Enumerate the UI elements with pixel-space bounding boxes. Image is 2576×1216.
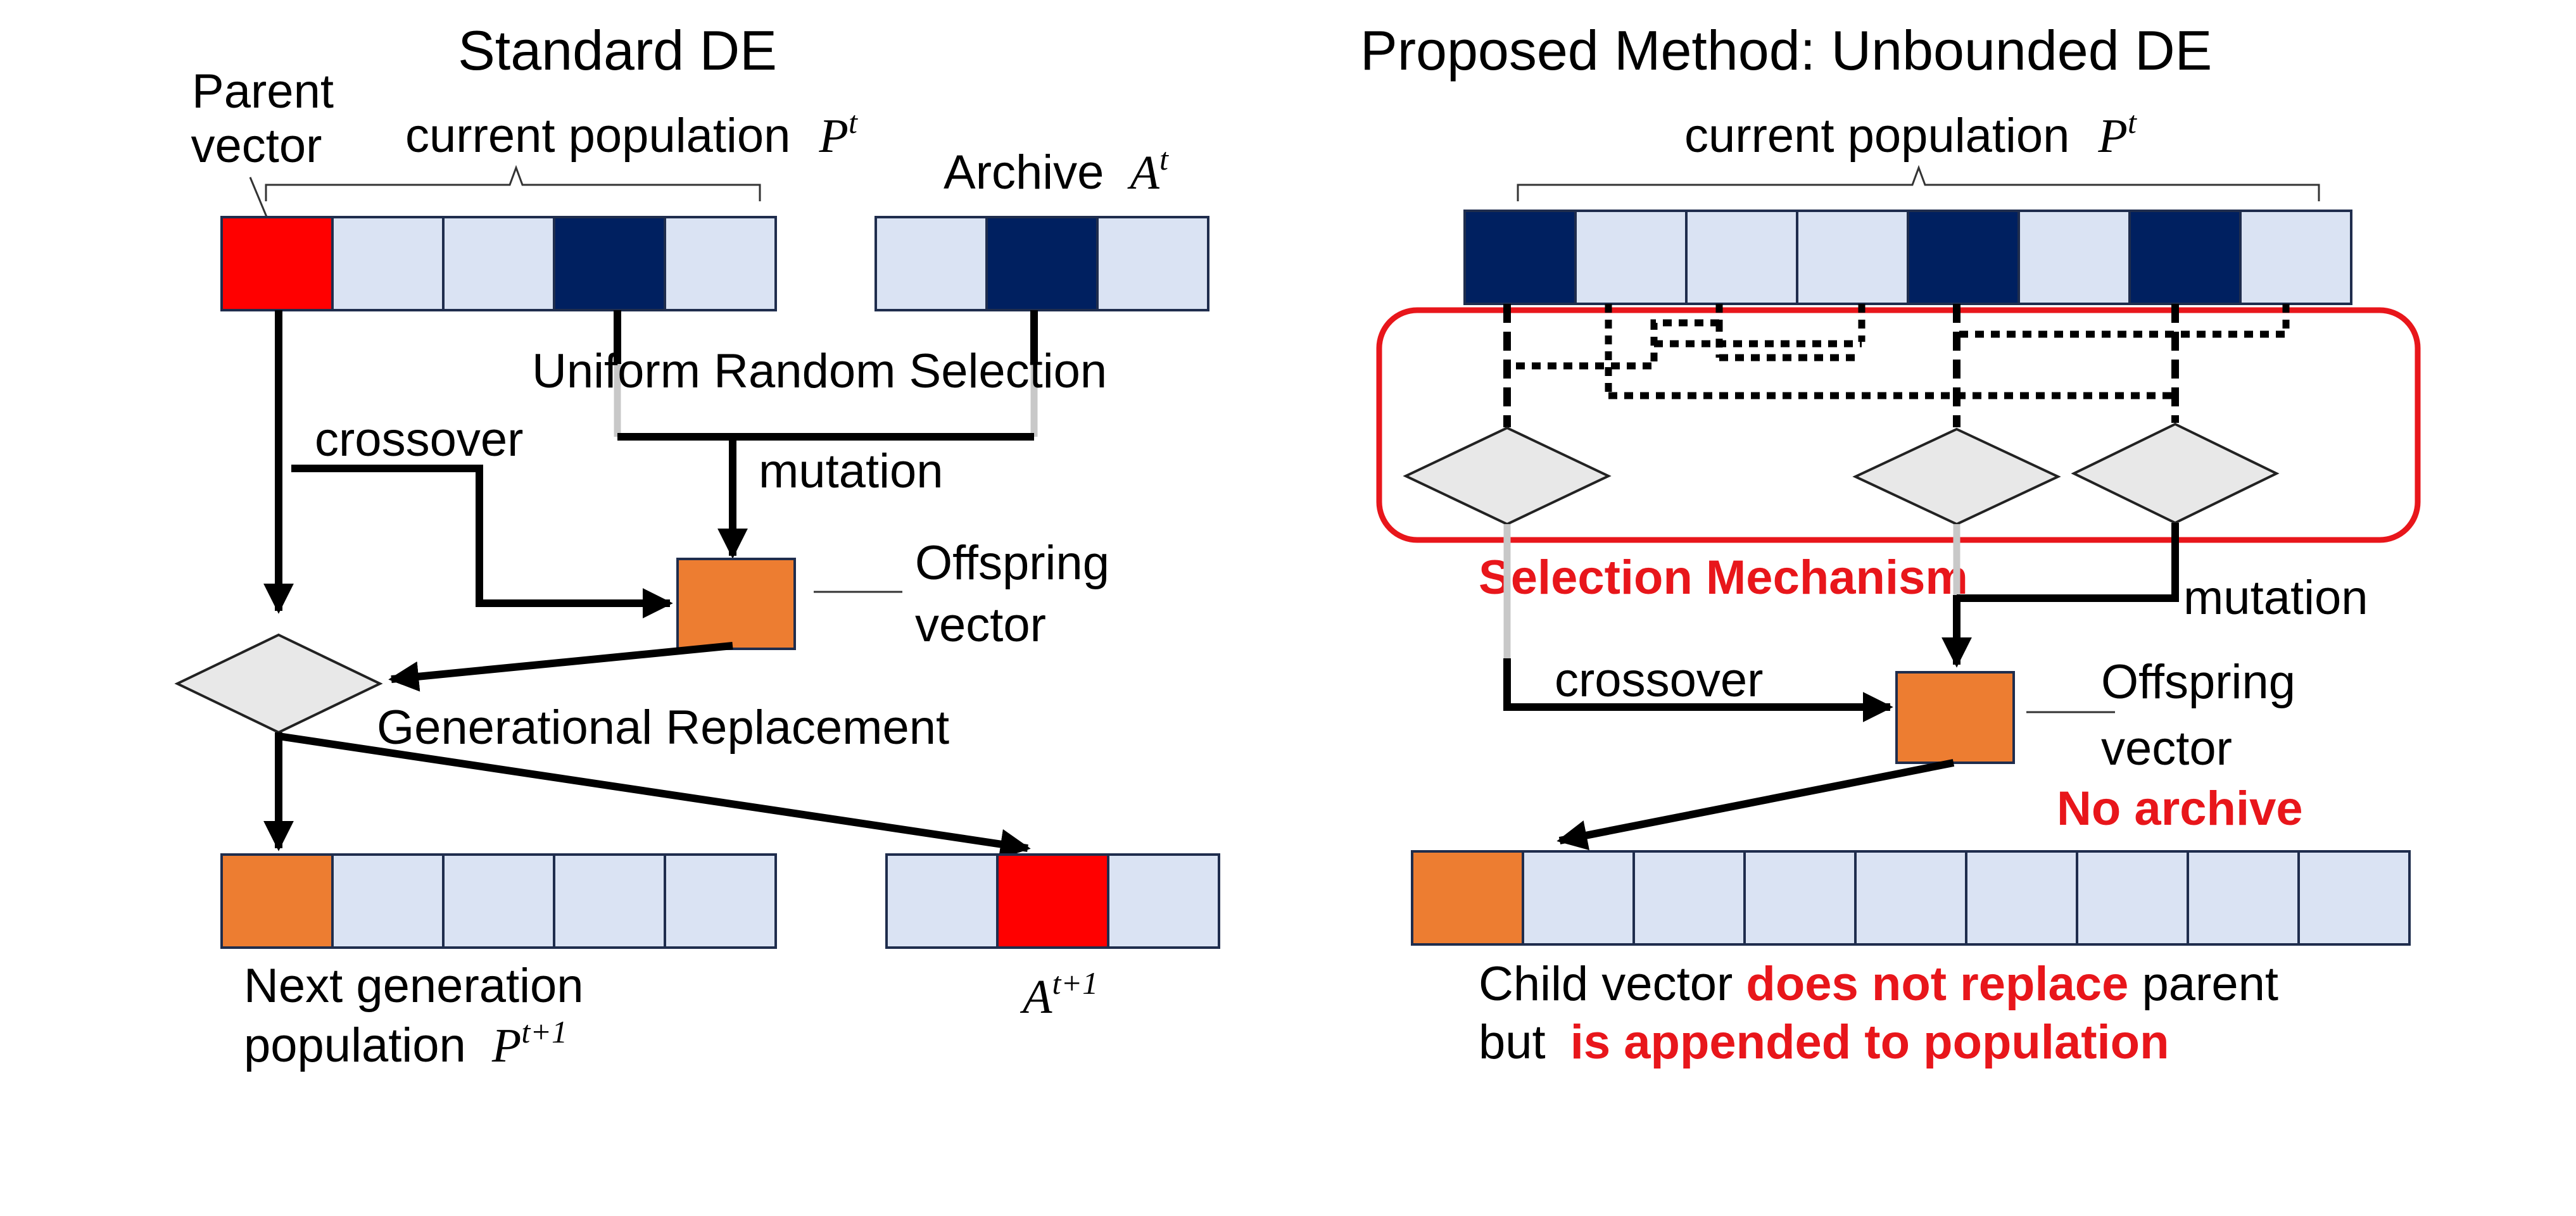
right-offspring-label-1: Offspring <box>2101 655 2295 709</box>
right-crossover-arrow <box>1503 658 1893 722</box>
next-gen-cell <box>553 853 666 949</box>
append-arrow <box>1556 759 1955 851</box>
archive-cell <box>874 216 988 311</box>
crossover-arrow <box>291 465 673 618</box>
selection-diamond-2 <box>1852 427 2061 526</box>
population-cell <box>1574 210 1688 305</box>
population-cell <box>1632 850 1746 946</box>
archive-cell <box>1096 216 1209 311</box>
left-offspring-label-1: Offspring <box>915 536 1109 590</box>
left-mutation-label: mutation <box>759 444 944 498</box>
population-cell <box>1522 850 1635 946</box>
selected-population-cell <box>1463 210 1577 305</box>
population-cell <box>2297 850 2411 946</box>
right-offspring-label-2: vector <box>2101 722 2232 775</box>
selected-population-cell <box>553 216 666 311</box>
appended-child-cell <box>1411 850 1524 946</box>
selection-mechanism-box <box>1376 307 2421 543</box>
next-archive-cell <box>1107 853 1220 949</box>
left-archive <box>874 216 1209 311</box>
right-mutation-path <box>1957 523 2179 602</box>
right-offspring-cell <box>1895 671 2015 764</box>
population-cell <box>1854 850 1967 946</box>
child-vector-caption-2: but is appended to population <box>1479 1015 2169 1069</box>
parent-cell <box>220 216 334 311</box>
to-next-archive-arrow <box>278 732 1031 860</box>
unbounded-de-title: Proposed Method: Unbounded DE <box>1360 19 2212 82</box>
population-cell <box>2239 210 2352 305</box>
left-offspring-label-2: vector <box>915 598 1046 652</box>
population-cell <box>1685 210 1798 305</box>
right-crossover-label: crossover <box>1555 653 1763 707</box>
right-population-brace <box>1517 165 2320 201</box>
next-generation-population <box>220 853 777 949</box>
parent-vector-label-2: vector <box>191 119 322 173</box>
next-archive-cell <box>885 853 999 949</box>
population-cell <box>1796 210 1909 305</box>
offspring-to-replacement-arrow <box>388 642 733 692</box>
dotted-selection-links <box>1507 304 2290 399</box>
standard-de-title: Standard DE <box>458 19 777 82</box>
current-population-brace <box>265 165 761 201</box>
selection-diamond-1 <box>1403 426 1612 526</box>
left-current-population <box>220 216 777 311</box>
next-gen-offspring-cell <box>220 853 334 949</box>
next-archive <box>885 853 1220 949</box>
selection-diamond-3 <box>2071 422 2280 525</box>
no-archive-label: No archive <box>2057 782 2303 836</box>
right-current-population <box>1463 210 2352 305</box>
population-cell <box>331 216 445 311</box>
parent-vector-label-1: Parent <box>192 65 334 118</box>
population-cell <box>1743 850 1857 946</box>
next-archive-label: At+1 <box>1020 965 1098 1024</box>
uniform-random-selection-label: Uniform Random Selection <box>532 344 1107 398</box>
population-cell <box>2187 850 2300 946</box>
right-current-population-label: current population Pt <box>1684 104 2137 163</box>
population-cell <box>2076 850 2189 946</box>
child-vector-caption-1: Child vector does not replace parent <box>1479 957 2278 1011</box>
next-gen-cell <box>331 853 445 949</box>
current-population-label: current population Pt <box>405 104 858 163</box>
selected-population-cell <box>2128 210 2242 305</box>
population-cell <box>2017 210 2131 305</box>
right-new-population <box>1411 850 2411 946</box>
right-mutation-label: mutation <box>2183 571 2368 625</box>
generational-replacement-diamond <box>174 633 383 734</box>
archived-parent-cell <box>996 853 1109 949</box>
population-cell <box>664 216 777 311</box>
next-gen-cell <box>442 853 555 949</box>
left-offspring-cell <box>676 558 796 650</box>
archive-label: Archive At <box>944 141 1169 199</box>
population-cell <box>442 216 555 311</box>
population-cell <box>1965 850 2078 946</box>
left-crossover-label: crossover <box>315 413 523 467</box>
selected-archive-cell <box>985 216 1099 311</box>
next-gen-cell <box>664 853 777 949</box>
next-generation-label-1: Next generation <box>244 959 584 1013</box>
selection-mechanism-label: Selection Mechanism <box>1479 551 1968 605</box>
selected-population-cell <box>1907 210 2020 305</box>
generational-replacement-label: Generational Replacement <box>377 701 949 755</box>
next-generation-label-2: population Pt+1 <box>244 1014 567 1072</box>
